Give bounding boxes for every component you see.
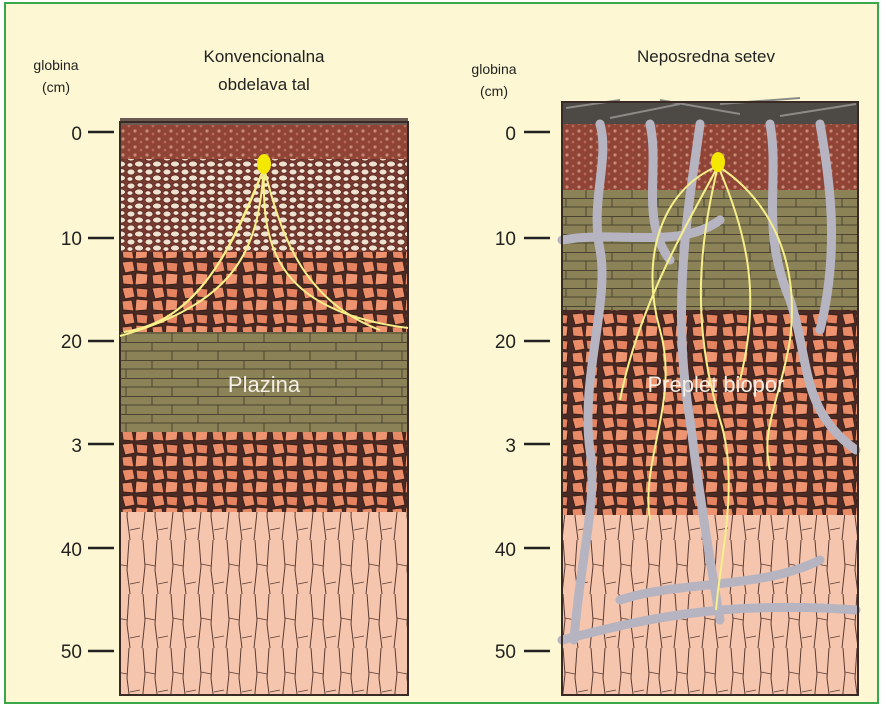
tick-marks — [524, 132, 550, 651]
tick-label: 20 — [495, 332, 516, 353]
layer-label: Plazina — [228, 372, 301, 397]
subsoil-layer — [120, 512, 408, 695]
depth-label: globina — [471, 61, 516, 77]
tick-label: 20 — [61, 332, 82, 353]
tick-marks — [88, 132, 114, 651]
tick-label: 50 — [61, 642, 82, 663]
tick-label: 0 — [71, 124, 82, 145]
tick-label: 3 — [71, 436, 82, 457]
panel-subtitle: obdelava tal — [218, 75, 310, 94]
tick-label: 10 — [61, 229, 82, 250]
depth-unit: (cm) — [480, 83, 508, 99]
tick-label: 50 — [495, 642, 516, 663]
right-soil-profile: Preplet biopor — [562, 98, 858, 695]
tick-label: 0 — [505, 124, 516, 145]
mulch-layer — [562, 102, 858, 124]
aggregate-subsoil-layer — [120, 432, 408, 512]
panel-title: Konvencionalna — [204, 47, 326, 66]
seed-icon — [257, 154, 271, 174]
tick-label: 3 — [505, 436, 516, 457]
depth-unit: (cm) — [42, 79, 70, 95]
panel-title: Neposredna setev — [637, 47, 775, 66]
right-depth-axis: globina (cm) 0 10 20 3 40 50 — [471, 61, 550, 663]
topsoil-layer — [120, 125, 408, 159]
left-soil-profile: Plazina — [120, 118, 408, 695]
left-depth-axis: globina (cm) 0 10 20 3 40 50 — [33, 57, 114, 663]
seed-icon — [711, 152, 725, 172]
tick-label: 40 — [61, 540, 82, 561]
tick-label: 40 — [495, 540, 516, 561]
layer-label: Preplet biopor — [648, 372, 785, 397]
aggregate-soil-layer — [562, 310, 858, 515]
depth-label: globina — [33, 57, 78, 73]
tick-label: 10 — [495, 229, 516, 250]
